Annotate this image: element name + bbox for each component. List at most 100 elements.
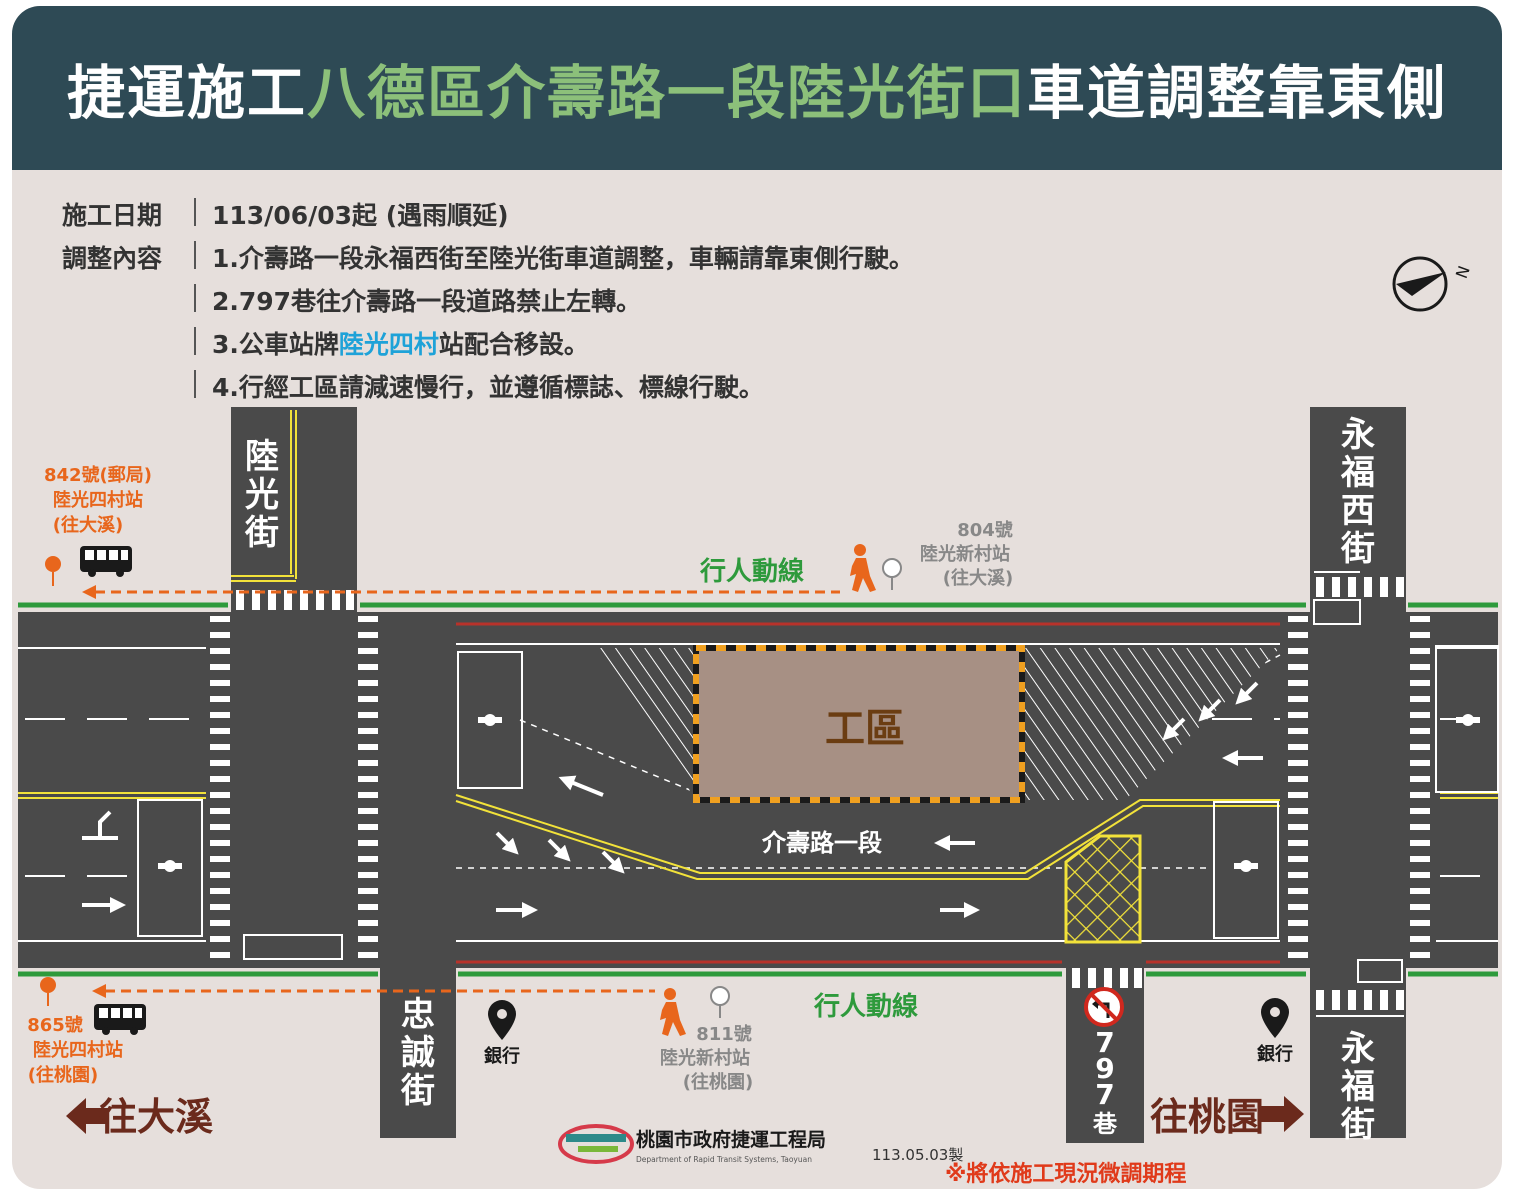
title-location: 八德區介壽路一段陸光街口	[306, 59, 1027, 127]
stop-842-line-2: 陸光四村站	[53, 489, 143, 511]
stop-865-line-1: 865號	[27, 1015, 83, 1036]
bus-stop-icon	[882, 558, 902, 590]
lane797-char-4: 巷	[1092, 1110, 1118, 1138]
yongfu-west-char-3: 西	[1341, 491, 1375, 531]
zhongcheng-char-2: 誠	[401, 1033, 435, 1073]
stop-842-label: 842號(郵局) 陸光四村站 (往大溪)	[44, 465, 152, 536]
schedule-note: ※將依施工現況微調期程	[945, 1161, 1186, 1187]
content-item-3: 3.公車站牌陸光四村站配合移設。	[212, 325, 589, 361]
content-item-2: 2.797巷往介壽路一段道路禁止左轉。	[212, 287, 642, 316]
agency-logo	[558, 1124, 634, 1164]
agency-name: 桃園市政府捷運工程局	[636, 1128, 826, 1151]
yongfu-street-surface	[1310, 968, 1406, 1138]
west-hatch-zone	[598, 648, 696, 800]
divider	[194, 284, 196, 312]
yongfu-char-1: 永	[1341, 1029, 1375, 1069]
stop-804-line-2: 陸光新村站	[920, 543, 1010, 565]
zhongcheng-char-1: 忠	[401, 995, 435, 1035]
divider	[194, 327, 196, 355]
luguang-char-1: 陸	[245, 437, 279, 477]
title-part-3: 車道調整靠東側	[1027, 59, 1448, 127]
item3-post: 站配合移設。	[438, 330, 589, 359]
bank-label-west: 銀行	[484, 1045, 520, 1067]
bus-stop-icon	[40, 977, 56, 1006]
lane-797-label: 7 9 7 巷	[1092, 1026, 1118, 1138]
lane797-char-1: 7	[1095, 1026, 1114, 1059]
divider	[194, 198, 196, 226]
yongfu-west-char-4: 街	[1340, 529, 1375, 569]
stop-811-line-2: 陸光新村站	[660, 1047, 750, 1069]
yongfu-west-char-2: 福	[1340, 453, 1375, 493]
turn-arrow	[82, 810, 118, 840]
work-zone-barrier	[693, 645, 1025, 803]
route-arrowhead	[82, 585, 96, 599]
luguang-street-surface	[231, 407, 357, 612]
bus-stop-icon	[45, 556, 61, 586]
yongfu-west-char-1: 永	[1341, 415, 1375, 455]
sidewalk-lines	[18, 602, 1498, 977]
content-item-4: 4.行經工區請減速慢行，並遵循標誌、標線行駛。	[212, 373, 764, 402]
page-title: 捷運施工八德區介壽路一段陸光街口車道調整靠東側	[12, 6, 1502, 170]
no-stopping-box	[1064, 834, 1142, 944]
lane797-char-2: 9	[1095, 1052, 1114, 1085]
stop-865-label: 865號 陸光四村站 (往桃園)	[27, 1015, 123, 1086]
pedestrian-icon	[850, 544, 876, 592]
arrow-left-icon	[66, 1098, 108, 1134]
content-item-1: 1.介壽路一段永福西街至陸光街車道調整，車輛請靠東側行駛。	[212, 244, 914, 273]
no-left-turn-icon	[1084, 987, 1124, 1027]
bank-label-east: 銀行	[1257, 1043, 1293, 1065]
yongfu-west-street-surface	[1310, 407, 1406, 612]
stop-842-line-3: (往大溪)	[53, 514, 123, 536]
title-part-1: 捷運施工	[66, 59, 307, 127]
location-pin-icon	[1261, 998, 1289, 1038]
crosswalks	[210, 577, 1430, 1010]
stop-811-line-3: (往桃園)	[683, 1071, 753, 1093]
pedestrian-icon	[660, 988, 686, 1036]
work-zone-label: 工區	[825, 706, 905, 752]
lane-arrows	[82, 681, 1263, 918]
bus-stop-icon	[710, 986, 730, 1018]
header-bar	[12, 6, 1502, 170]
work-zone	[693, 645, 1025, 803]
divider	[194, 241, 196, 269]
yongfu-char-3: 街	[1340, 1105, 1375, 1145]
date-value: 113/06/03起 (遇雨順延)	[212, 201, 509, 230]
road-labels: 陸 光 街 永 福 西 街 忠 誠 街 永 福 街	[244, 415, 1375, 1145]
made-date: 113.05.03製	[872, 1146, 963, 1164]
bike-boxes	[137, 645, 1499, 939]
stop-804-line-3: (往大溪)	[943, 567, 1013, 589]
content-label: 調整內容	[62, 244, 163, 273]
pedestrian-label-south: 行人動線	[813, 991, 918, 1022]
luguang-char-2: 光	[245, 475, 279, 515]
pedestrian-label-north: 行人動線	[699, 556, 804, 587]
agency-english: Department of Rapid Transit Systems, Tao…	[636, 1155, 812, 1164]
stop-842-line-1: 842號(郵局)	[44, 465, 152, 486]
scooter-waiting-box	[243, 934, 343, 960]
direction-daxi: 往大溪	[99, 1095, 213, 1139]
stop-865-line-2: 陸光四村站	[33, 1039, 123, 1061]
yongfu-char-2: 福	[1340, 1067, 1375, 1107]
zhongcheng-street-surface	[380, 968, 456, 1138]
luguang-char-3: 街	[244, 513, 279, 553]
item3-pre: 3.公車站牌	[212, 330, 339, 359]
main-road-label: 介壽路一段	[761, 829, 882, 857]
stop-boxes	[1313, 571, 1404, 1017]
stop-804-label: 804號 陸光新村站 (往大溪)	[920, 520, 1013, 589]
divider	[194, 370, 196, 398]
stop-811-label: 811號 陸光新村站 (往桃園)	[660, 1024, 753, 1093]
location-pin-icon	[488, 1000, 516, 1040]
bus-icon	[94, 1004, 146, 1035]
direction-taoyuan: 往桃園	[1150, 1095, 1264, 1139]
arrow-right-icon	[1258, 1096, 1304, 1132]
lane797-char-3: 7	[1095, 1078, 1114, 1111]
date-label: 施工日期	[62, 201, 163, 230]
east-hatch-zone	[1022, 648, 1280, 800]
zhongcheng-char-3: 街	[400, 1071, 435, 1111]
bike-box-symbols	[158, 714, 1480, 872]
stop-811-line-1: 811號	[696, 1024, 752, 1045]
stop-865-line-3: (往桃園)	[28, 1064, 98, 1086]
yellow-lines	[18, 410, 1498, 880]
pedestrian-routes	[95, 590, 840, 993]
compass-icon	[1392, 256, 1448, 312]
